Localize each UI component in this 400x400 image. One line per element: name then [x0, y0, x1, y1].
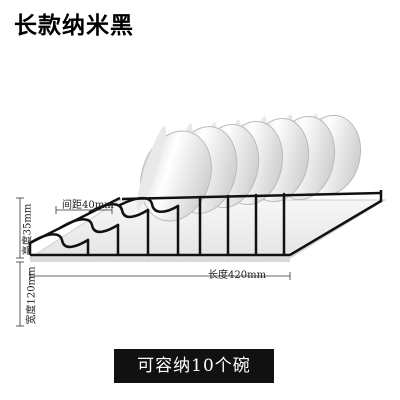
length-label: 长度420mm: [208, 270, 267, 281]
capacity-badge: 可容纳10个碗: [114, 349, 274, 383]
height-label: 高度35mm: [22, 203, 34, 256]
bowls: [136, 113, 362, 222]
dimension-lines: [16, 197, 291, 327]
width-label: 宽度120mm: [26, 266, 38, 325]
rack-dividers: [28, 192, 286, 257]
product-title: 长款纳米黑: [14, 12, 134, 39]
spacing-label: 间距40mm: [62, 200, 114, 211]
rack-back-rail: [121, 191, 382, 201]
rack-right-frame: [289, 190, 383, 257]
drip-tray-front: [30, 258, 290, 262]
